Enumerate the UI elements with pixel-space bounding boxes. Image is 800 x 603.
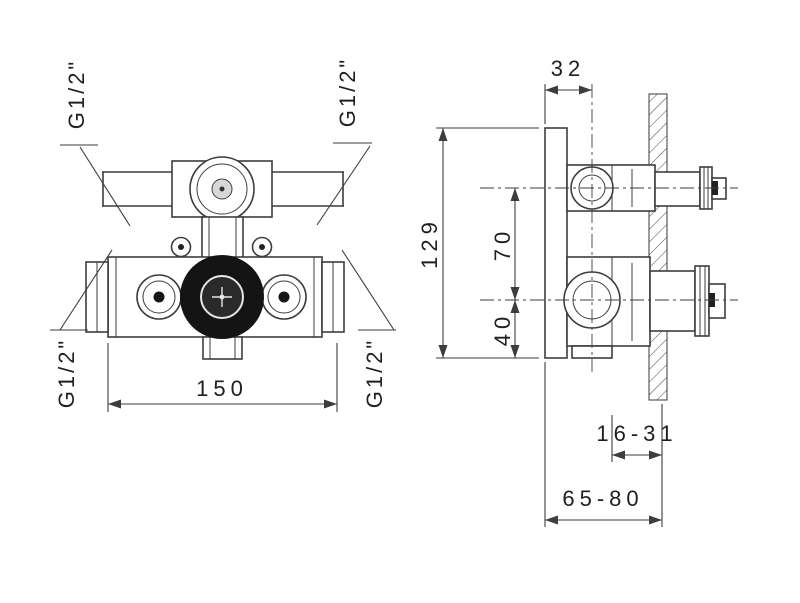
cartridge-knob xyxy=(180,255,264,339)
thread-label-top-left: G1/2" xyxy=(60,59,131,227)
dimension-port-spacing-70: 70 xyxy=(490,188,520,300)
bottom-tab xyxy=(202,336,243,360)
dim-16-31-label: 16-31 xyxy=(596,421,677,446)
right-port-circle xyxy=(261,274,307,320)
thread-top-right-label: G1/2" xyxy=(335,57,360,128)
dim-65-80-label: 65-80 xyxy=(562,486,643,511)
dim-150-label: 150 xyxy=(196,376,248,401)
dimension-lower-offset-40: 40 xyxy=(490,300,520,358)
side-view: 32 129 70 40 16-31 xyxy=(417,56,738,527)
front-view: 150 G1/2" G1/2" G1/2" G1/2" xyxy=(50,57,396,412)
wall-section-hatch xyxy=(648,93,668,401)
thread-label-bottom-left: G1/2" xyxy=(50,249,113,409)
dimension-width-150: 150 xyxy=(107,343,338,412)
bottom-valve-side xyxy=(563,256,726,359)
dimension-wall-depth-16-31: 16-31 xyxy=(596,404,677,462)
left-port-circle xyxy=(136,274,182,320)
dim-40-label: 40 xyxy=(490,312,515,346)
dim-32-label: 32 xyxy=(551,56,585,81)
connector-neck xyxy=(201,216,244,259)
thread-bottom-right-label: G1/2" xyxy=(362,338,387,409)
thread-label-bottom-right: G1/2" xyxy=(341,249,396,409)
dimension-top-offset-32: 32 xyxy=(544,56,592,124)
dimension-total-depth-65-80: 65-80 xyxy=(544,362,663,527)
dimension-height-129: 129 xyxy=(417,127,539,359)
thread-label-top-right: G1/2" xyxy=(316,57,372,226)
dim-129-label: 129 xyxy=(417,217,442,269)
thread-bottom-left-label: G1/2" xyxy=(54,338,79,409)
top-outlet-pipe xyxy=(102,156,344,222)
mounting-plate xyxy=(544,127,568,359)
thread-top-left-label: G1/2" xyxy=(64,59,89,130)
dim-70-label: 70 xyxy=(490,227,515,261)
